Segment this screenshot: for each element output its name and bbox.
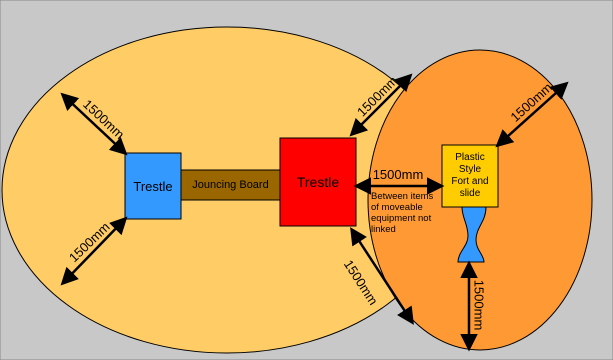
dim-label-slide-bottom: 1500mm: [472, 280, 487, 331]
arrow-trestle-bottom: [350, 227, 414, 325]
trestle-right-text: Trestle: [296, 174, 340, 190]
fort-text-line: Plastic: [455, 152, 485, 163]
fort-text-line: slide: [459, 188, 481, 199]
fort-text-line: Fort and: [451, 176, 489, 187]
trestle-right-box: [279, 137, 357, 227]
arrow-left-bottom: [60, 216, 128, 286]
arrow-left-top: [60, 92, 128, 156]
arrow-fort-top: [495, 81, 569, 148]
fort-label: Plastic Style Fort and slide: [442, 145, 498, 207]
jouncing-board-text: Jouncing Board: [192, 179, 269, 191]
jouncing-board-box: [180, 169, 281, 201]
spacing-note: Between items of moveable equipment not …: [371, 191, 451, 235]
arrow-trestle-top: [349, 73, 413, 137]
fort-text-line: Style: [458, 164, 482, 175]
dim-label-between: 1500mm: [373, 167, 424, 182]
jouncing-board-label: Jouncing Board: [181, 170, 280, 200]
trestle-left-text: Trestle: [133, 178, 173, 194]
note-line: equipment not: [371, 213, 432, 224]
trestle-left-label: Trestle: [125, 153, 181, 219]
note-line: linked: [371, 224, 396, 235]
slide-shape: [457, 206, 487, 263]
note-line: Between items: [371, 191, 434, 202]
trestle-right-label: Trestle: [280, 138, 356, 226]
note-line: of moveable: [371, 202, 423, 213]
